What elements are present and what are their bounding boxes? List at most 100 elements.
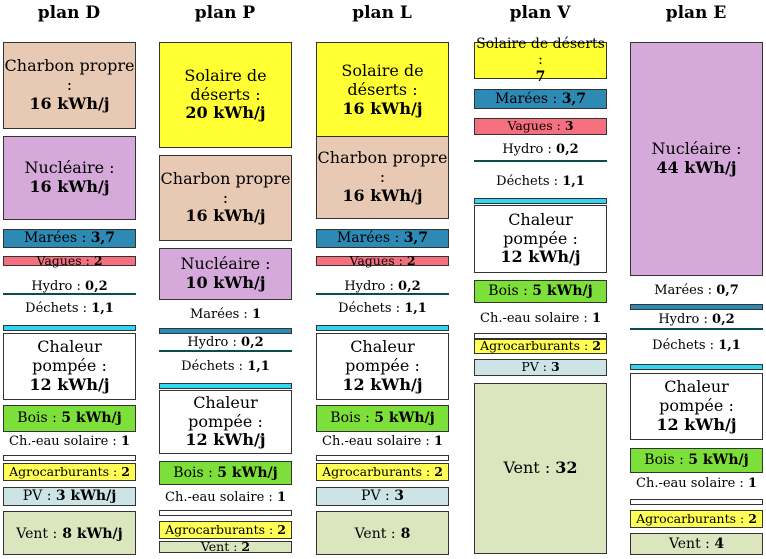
plan-v-pv-block: PV : 3 [474, 359, 607, 376]
plan-e-bois-value: 5 kWh/j [688, 452, 749, 469]
plan-p-vent-value: 2 [241, 538, 251, 554]
plan-e-ch-eau-solaire-caption: Ch.-eau solaire : 1 [630, 476, 763, 492]
plan-p-title: plan P [194, 3, 256, 23]
plan-e-nucléaire-block: Nucléaire :44 kWh/j [630, 42, 763, 276]
plan-e-marées-bar [630, 304, 763, 310]
plan-e-vent-label: Vent : [668, 535, 710, 552]
plan-d-nucléaire-label: Nucléaire : [24, 158, 115, 178]
plan-e-ch-eau-solaire-label: Ch.-eau solaire : [636, 476, 744, 491]
plan-d-bois-value: 5 kWh/j [61, 410, 122, 427]
plan-d-déchets-label: Déchets : [25, 301, 88, 316]
plan-e-vent-value: 4 [714, 535, 725, 552]
plan-v-ch-eau-solaire-label: Ch.-eau solaire : [480, 311, 588, 326]
plan-v-vent-block: Vent : 32 [474, 383, 607, 554]
plan-l-pv-value: 3 [394, 488, 404, 505]
plan-v-marées-label: Marées : [494, 90, 558, 107]
plan-l-agrocarburants-value: 2 [434, 463, 443, 479]
plan-p-déchets-caption: Déchets : 1,1 [159, 359, 292, 375]
plan-v-vent-label: Vent : [503, 458, 551, 478]
plan-l-déchets-value: 1,1 [404, 301, 427, 316]
plan-p-hydro-bar [159, 350, 292, 352]
plan-e-ch-eau-solaire-value: 1 [747, 476, 757, 491]
plan-v-ch-eau-solaire-value: 1 [591, 311, 601, 326]
plan-d-hydro-bar [3, 293, 136, 295]
plan-d-vagues-value: 2 [93, 252, 103, 268]
plan-e-marées-value: 0,7 [716, 283, 739, 298]
plan-e-déchets-caption: Déchets : 1,1 [630, 338, 763, 354]
plan-d-agrocarburants-label: Agrocarburants : [9, 463, 118, 479]
plan-v-déchets-bar [474, 198, 607, 204]
plan-p-nucléaire-value: 10 kWh/j [185, 273, 266, 292]
plan-e-déchets-bar [630, 364, 763, 370]
plan-v-bois-block: Bois : 5 kWh/j [474, 280, 607, 303]
plan-e-chaleur-pompée-block: Chaleur pompée :12 kWh/j [630, 373, 763, 440]
plan-d-charbon-propre-value: 16 kWh/j [29, 93, 110, 113]
plan-p-marées-value: 1 [251, 307, 262, 322]
plan-l-solaire-de-déserts-value: 16 kWh/j [342, 98, 423, 118]
plan-v-agrocarburants-label: Agrocarburants : [480, 338, 589, 354]
plan-d-pv-label: PV : [22, 488, 52, 505]
plan-d-hydro-caption: Hydro : 0,2 [3, 279, 136, 295]
plan-p-nucléaire-label: Nucléaire : [180, 254, 271, 274]
plan-d-agrocarburants-value: 2 [121, 463, 130, 479]
plan-e-agrocarburants-block: Agrocarburants : 2 [630, 510, 763, 528]
plan-p-hydro-label: Hydro : [187, 335, 237, 350]
plan-d-hydro-label: Hydro : [31, 279, 81, 294]
plan-d-chaleur-pompée-label: Chaleur pompée : [32, 337, 107, 376]
plan-l-agrocarburants-block: Agrocarburants : 2 [316, 463, 449, 481]
plan-e-hydro-value: 0,2 [712, 312, 735, 327]
plan-p-ch-eau-solaire-caption: Ch.-eau solaire : 1 [159, 490, 292, 506]
plan-d-vent-block: Vent : 8 kWh/j [3, 511, 136, 555]
plan-p-déchets-label: Déchets : [181, 359, 244, 374]
plan-d-marées-value: 3,7 [90, 230, 116, 247]
plan-p-solaire-de-déserts-label: Solaire de déserts : [184, 65, 267, 104]
plan-e-chaleur-pompée-value: 12 kWh/j [656, 414, 737, 434]
plan-e-vent-block: Vent : 4 [630, 533, 763, 555]
plan-p-ch-eau-solaire-bar [159, 510, 292, 516]
plan-p-vent-label: Vent : [200, 538, 238, 554]
plan-v-déchets-label: Déchets : [496, 174, 559, 189]
plan-d-title: plan D [37, 3, 101, 23]
plan-d-agrocarburants-block: Agrocarburants : 2 [3, 463, 136, 481]
plan-d-nucléaire-block: Nucléaire :16 kWh/j [3, 136, 136, 220]
plan-e-bois-label: Bois : [644, 452, 684, 469]
plan-l-hydro-label: Hydro : [344, 279, 394, 294]
plan-l-solaire-de-déserts-block: Solaire de déserts :16 kWh/j [316, 42, 449, 139]
plan-v-déchets-caption: Déchets : 1,1 [474, 174, 607, 190]
plan-v-pv-value: 3 [550, 359, 560, 375]
plan-v-agrocarburants-block: Agrocarburants : 2 [474, 338, 607, 354]
plan-l-ch-eau-solaire-value: 1 [433, 434, 443, 449]
plan-p-marées-bar [159, 328, 292, 334]
plan-d-bois-block: Bois : 5 kWh/j [3, 405, 136, 432]
plan-v-title: plan V [509, 3, 571, 23]
plan-l-hydro-value: 0,2 [398, 279, 421, 294]
plan-v-vagues-block: Vagues : 3 [474, 118, 607, 135]
plan-l-chaleur-pompée-value: 12 kWh/j [342, 374, 423, 394]
plan-l-solaire-de-déserts-label: Solaire de déserts : [341, 61, 424, 100]
plan-d-chaleur-pompée-value: 12 kWh/j [29, 374, 110, 394]
plan-d-vent-label: Vent : [16, 525, 58, 542]
plan-e-déchets-label: Déchets : [652, 338, 715, 353]
plan-l-charbon-propre-block: Charbon propre :16 kWh/j [316, 136, 449, 219]
plan-l-title: plan L [352, 3, 412, 23]
plan-e-déchets-value: 1,1 [718, 338, 741, 353]
plan-d-hydro-value: 0,2 [85, 279, 108, 294]
plan-l-ch-eau-solaire-label: Ch.-eau solaire : [322, 434, 430, 449]
plan-p-charbon-propre-label: Charbon propre : [160, 168, 291, 207]
plan-p-marées-caption: Marées : 1 [159, 307, 292, 323]
plan-d-ch-eau-solaire-value: 1 [120, 434, 130, 449]
plan-l-bois-value: 5 kWh/j [374, 410, 435, 427]
plan-v-solaire-de-déserts-label: Solaire de déserts : [476, 35, 605, 69]
plan-d-déchets-value: 1,1 [91, 301, 114, 316]
plan-d-vagues-label: Vagues : [36, 252, 90, 268]
plan-v-chaleur-pompée-label: Chaleur pompée : [503, 209, 578, 248]
plan-p-chaleur-pompée-block: Chaleur pompée :12 kWh/j [159, 390, 292, 454]
plan-d-pv-value: 3 kWh/j [55, 488, 117, 505]
plan-e-marées-label: Marées : [654, 283, 713, 298]
plan-d-déchets-caption: Déchets : 1,1 [3, 301, 136, 317]
plan-e-hydro-caption: Hydro : 0,2 [630, 312, 763, 328]
plan-p-ch-eau-solaire-value: 1 [276, 490, 286, 505]
plan-l-hydro-caption: Hydro : 0,2 [316, 279, 449, 295]
plan-p-agrocarburants-label: Agrocarburants : [165, 521, 274, 537]
